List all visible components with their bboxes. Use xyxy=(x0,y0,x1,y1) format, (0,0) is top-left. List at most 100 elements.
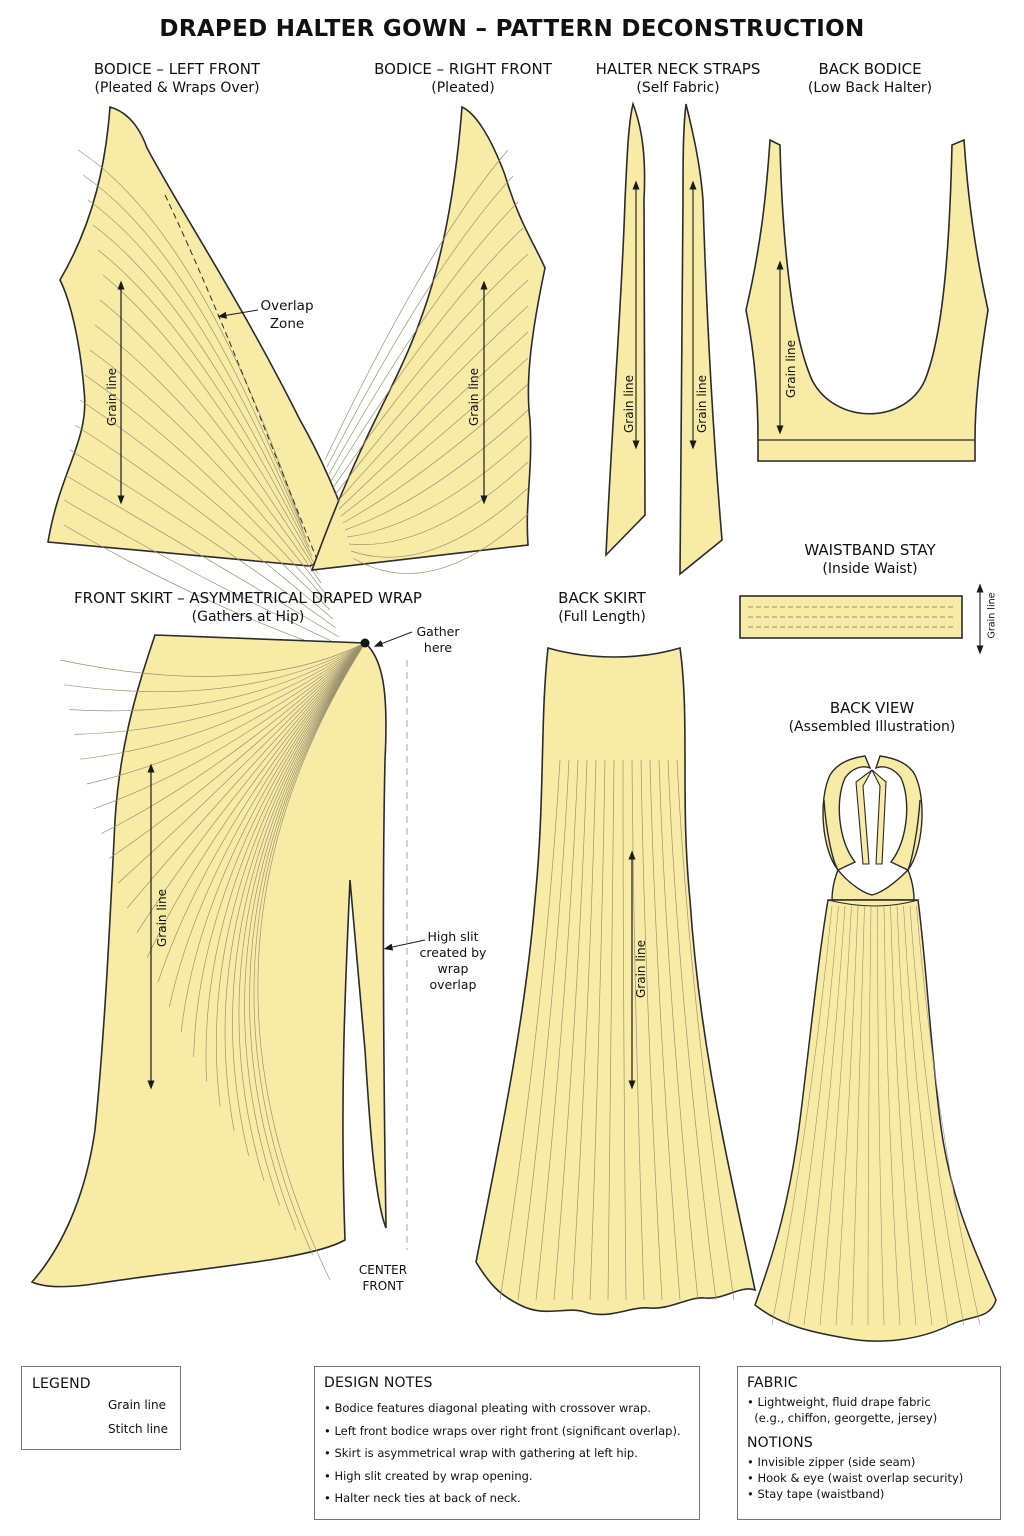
pleat-line xyxy=(667,759,717,1301)
pleat-line xyxy=(916,905,981,1326)
piece-title: BACK BODICE xyxy=(818,60,922,78)
pleat-line xyxy=(787,905,839,1326)
pleat-line xyxy=(631,759,645,1301)
gather-here-label: Gather here xyxy=(408,624,468,656)
piece-subtitle: (Full Length) xyxy=(558,609,646,625)
pleat-line xyxy=(193,642,366,1057)
pleat-line xyxy=(338,331,529,510)
pleat-line xyxy=(903,905,949,1326)
pleat-line xyxy=(232,642,366,1157)
pleat-line xyxy=(101,642,366,834)
grain-label: Grain line xyxy=(634,940,648,998)
pleat-line xyxy=(136,642,366,933)
pleat-line xyxy=(74,642,366,735)
design-notes-title: DESIGN NOTES xyxy=(324,1375,433,1391)
pleat-line xyxy=(64,474,340,638)
design-notes-box: DESIGN NOTES • Bodice features diagonal … xyxy=(314,1366,700,1520)
fabric-item: • Lightweight, fluid drape fabric xyxy=(747,1395,931,1409)
piece-title: BODICE – RIGHT FRONT xyxy=(374,60,552,78)
pleat-line xyxy=(180,642,366,1033)
waistband-stay-piece xyxy=(739,583,984,655)
pleat-line xyxy=(253,642,366,1256)
pleat-line xyxy=(819,905,852,1326)
piece-title: WAISTBAND STAY xyxy=(804,541,936,559)
notions-list: • Invisible zipper (side seam) • Hook & … xyxy=(747,1454,991,1502)
grain-label: Grain line xyxy=(105,368,119,426)
pleat-line xyxy=(205,642,366,1082)
gather-point xyxy=(360,638,370,648)
notion-item: • Hook & eye (waist overlap security) xyxy=(747,1471,964,1485)
pleat-line xyxy=(59,642,366,677)
center-front-label: CENTER FRONT xyxy=(348,1262,418,1294)
pleat-line xyxy=(77,149,301,521)
high-slit-label: High slit created by wrap overlap xyxy=(413,929,493,993)
pleat-line xyxy=(607,759,615,1301)
back-bodice-heading: BACK BODICE (Low Back Halter) xyxy=(790,60,950,98)
pleat-line xyxy=(649,759,681,1301)
pleat-line xyxy=(867,905,872,1326)
pleat-line xyxy=(257,642,366,1281)
pleat-line xyxy=(168,642,366,1008)
pleat-line xyxy=(771,905,833,1326)
piece-title: BACK VIEW xyxy=(829,699,915,717)
fabric-notions-box: FABRIC • Lightweight, fluid drape fabric… xyxy=(737,1366,1001,1520)
pleat-line xyxy=(342,383,529,524)
page-title: DRAPED HALTER GOWN – PATTERN DECONSTRUCT… xyxy=(159,16,865,42)
slit-label-line: wrap xyxy=(437,961,469,976)
halter-straps-heading: HALTER NECK STRAPS (Self Fabric) xyxy=(588,60,768,98)
pleat-line xyxy=(157,642,366,983)
pleat-line xyxy=(326,175,514,468)
pleat-line xyxy=(909,905,965,1326)
piece-subtitle: (Inside Waist) xyxy=(822,561,918,577)
pleat-line xyxy=(69,642,366,712)
pleat-line xyxy=(877,905,885,1326)
notions-title: NOTIONS xyxy=(747,1435,813,1451)
front-skirt-heading: FRONT SKIRT – ASYMMETRICAL DRAPED WRAP (… xyxy=(68,589,428,627)
pleat-line xyxy=(346,435,529,538)
design-note-item: • Halter neck ties at back of neck. xyxy=(324,1491,521,1505)
piece-title: HALTER NECK STRAPS xyxy=(595,60,761,78)
piece-subtitle: (Gathers at Hip) xyxy=(191,609,305,625)
pleat-line xyxy=(352,513,529,574)
pleat-line xyxy=(883,905,901,1326)
grain-label: Grain line xyxy=(622,375,636,433)
pleat-line xyxy=(336,305,529,503)
pleat-line xyxy=(109,642,366,859)
bodice-left-heading: BODICE – LEFT FRONT (Pleated & Wraps Ove… xyxy=(77,60,277,98)
back-bodice-piece xyxy=(745,138,989,462)
grain-label: Grain line xyxy=(784,340,798,398)
legend-grain-label: Grain line xyxy=(108,1398,166,1412)
gather-label-line: Gather xyxy=(416,624,460,639)
pleat-line xyxy=(102,274,316,566)
pleat-line xyxy=(517,759,570,1301)
grain-label: Grain line xyxy=(467,368,481,426)
halter-neck-straps xyxy=(605,101,723,576)
slit-label-line: created by xyxy=(419,945,487,960)
gather-pointer xyxy=(373,631,413,647)
pleat-line xyxy=(589,759,606,1301)
pleat-line xyxy=(63,499,343,647)
overlap-pointer xyxy=(217,309,259,319)
design-note-item: • Bodice features diagonal pleating with… xyxy=(324,1401,652,1415)
slit-label-line: High slit xyxy=(427,929,479,944)
pleat-line xyxy=(332,253,529,489)
pleat-line xyxy=(64,642,366,693)
pleat-line xyxy=(249,642,366,1231)
overlap-label-line: Overlap xyxy=(260,298,314,314)
pleat-line xyxy=(146,642,366,958)
pleat-line xyxy=(84,374,328,602)
pleat-line xyxy=(658,759,699,1301)
pleat-line xyxy=(350,487,529,558)
piece-title: BODICE – LEFT FRONT xyxy=(93,60,261,78)
design-note-item: • Skirt is asymmetrical wrap with gather… xyxy=(324,1446,638,1460)
overlap-zone-label: Overlap Zone xyxy=(247,297,327,333)
center-front-line-2: FRONT xyxy=(362,1279,404,1293)
pleat-line xyxy=(328,201,519,475)
back-view-heading: BACK VIEW (Assembled Illustration) xyxy=(782,699,962,737)
pleat-line xyxy=(896,905,933,1326)
pleat-line xyxy=(640,759,663,1301)
pleat-line xyxy=(87,199,307,539)
piece-subtitle: (Pleated & Wraps Over) xyxy=(94,80,260,96)
notion-item: • Stay tape (waistband) xyxy=(747,1487,885,1501)
piece-subtitle: (Pleated) xyxy=(431,80,495,96)
